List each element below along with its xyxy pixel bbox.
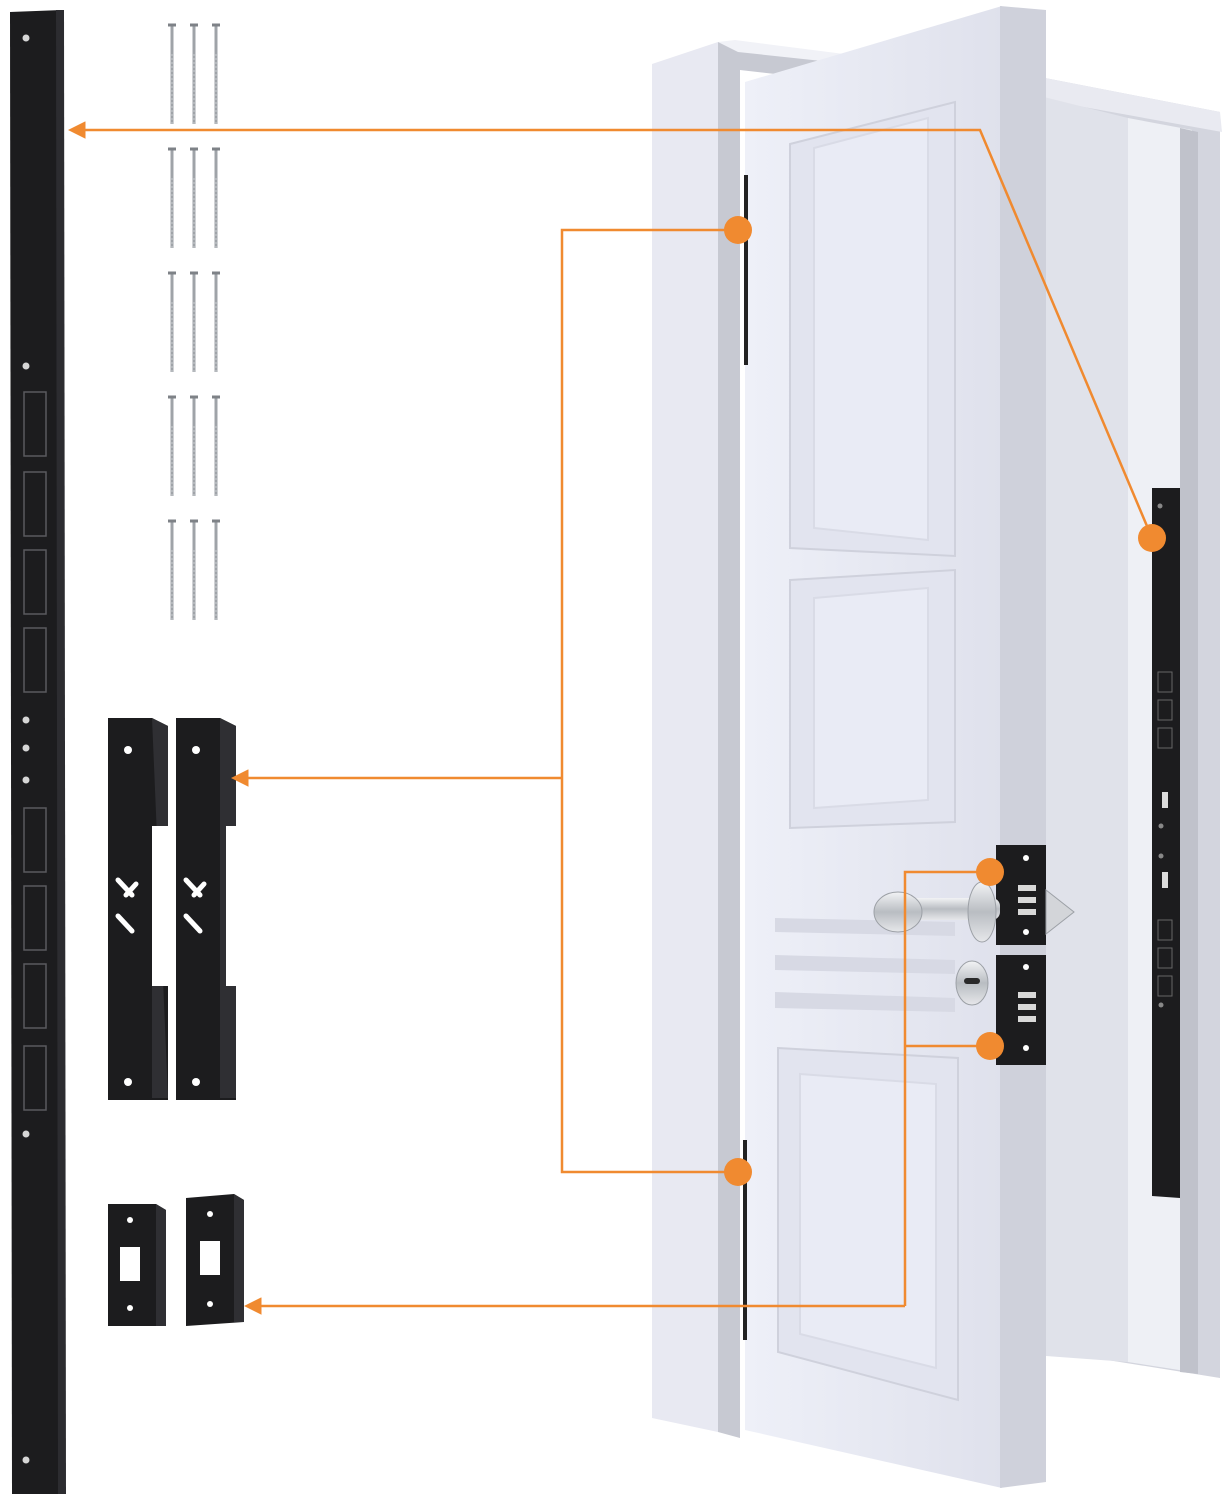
- mounting-hole: [22, 1456, 30, 1464]
- callout-dot-icon: [1138, 524, 1166, 552]
- callout-hinge-top: [560, 228, 738, 778]
- lock-shields: [108, 1194, 244, 1326]
- screw: [166, 519, 178, 622]
- screw: [210, 395, 222, 498]
- screw: [210, 147, 222, 250]
- door-handle-icon: [873, 881, 1075, 943]
- strike-window: [23, 885, 47, 951]
- frame-strike-plate: [1152, 488, 1180, 1198]
- screw: [188, 23, 200, 126]
- lock-shield: [108, 1204, 166, 1326]
- screw: [210, 519, 222, 622]
- hinge-shields: [108, 718, 240, 1100]
- mounting-hole: [22, 1130, 30, 1138]
- strike-window: [23, 963, 47, 1029]
- screw: [210, 23, 222, 126]
- callout-lines: [68, 121, 1154, 1315]
- strike-window: [23, 549, 47, 615]
- callout-dot-icon: [724, 216, 752, 244]
- hinge-shield: [108, 718, 170, 1100]
- callout-strike-plate: [68, 121, 1154, 539]
- mounting-hole: [22, 776, 30, 784]
- screw: [188, 519, 200, 622]
- strike-window: [23, 627, 47, 693]
- screw: [166, 271, 178, 374]
- strike-window: [23, 391, 47, 457]
- strike-window: [23, 807, 47, 873]
- mounting-hole: [22, 744, 30, 752]
- screw: [166, 395, 178, 498]
- callout-dot-icon: [976, 1032, 1004, 1060]
- door-frame: [1040, 78, 1222, 1378]
- lock-shield: [186, 1194, 244, 1326]
- keyhole-icon: [955, 960, 989, 1006]
- screw: [166, 147, 178, 250]
- mounting-hole: [22, 34, 30, 42]
- mounting-hole: [22, 362, 30, 370]
- screw: [166, 23, 178, 126]
- screw: [188, 147, 200, 250]
- strike-window: [23, 471, 47, 537]
- screw: [188, 395, 200, 498]
- hinge-shield: [176, 718, 240, 1100]
- callout-hinge-bottom: [560, 778, 738, 1174]
- callout-dot-icon: [724, 1158, 752, 1186]
- screw-set: [166, 23, 222, 622]
- screw: [188, 271, 200, 374]
- callout-dot-icon: [976, 858, 1004, 886]
- strike-window: [23, 1045, 47, 1111]
- long-strike-plate: [10, 10, 66, 1494]
- mounting-hole: [22, 716, 30, 724]
- callout-lock-top: [903, 870, 990, 1306]
- door-cover-plates: [996, 845, 1046, 1065]
- screw: [210, 271, 222, 374]
- door-leaf: [743, 6, 1046, 1488]
- callout-dots: [724, 216, 1166, 1186]
